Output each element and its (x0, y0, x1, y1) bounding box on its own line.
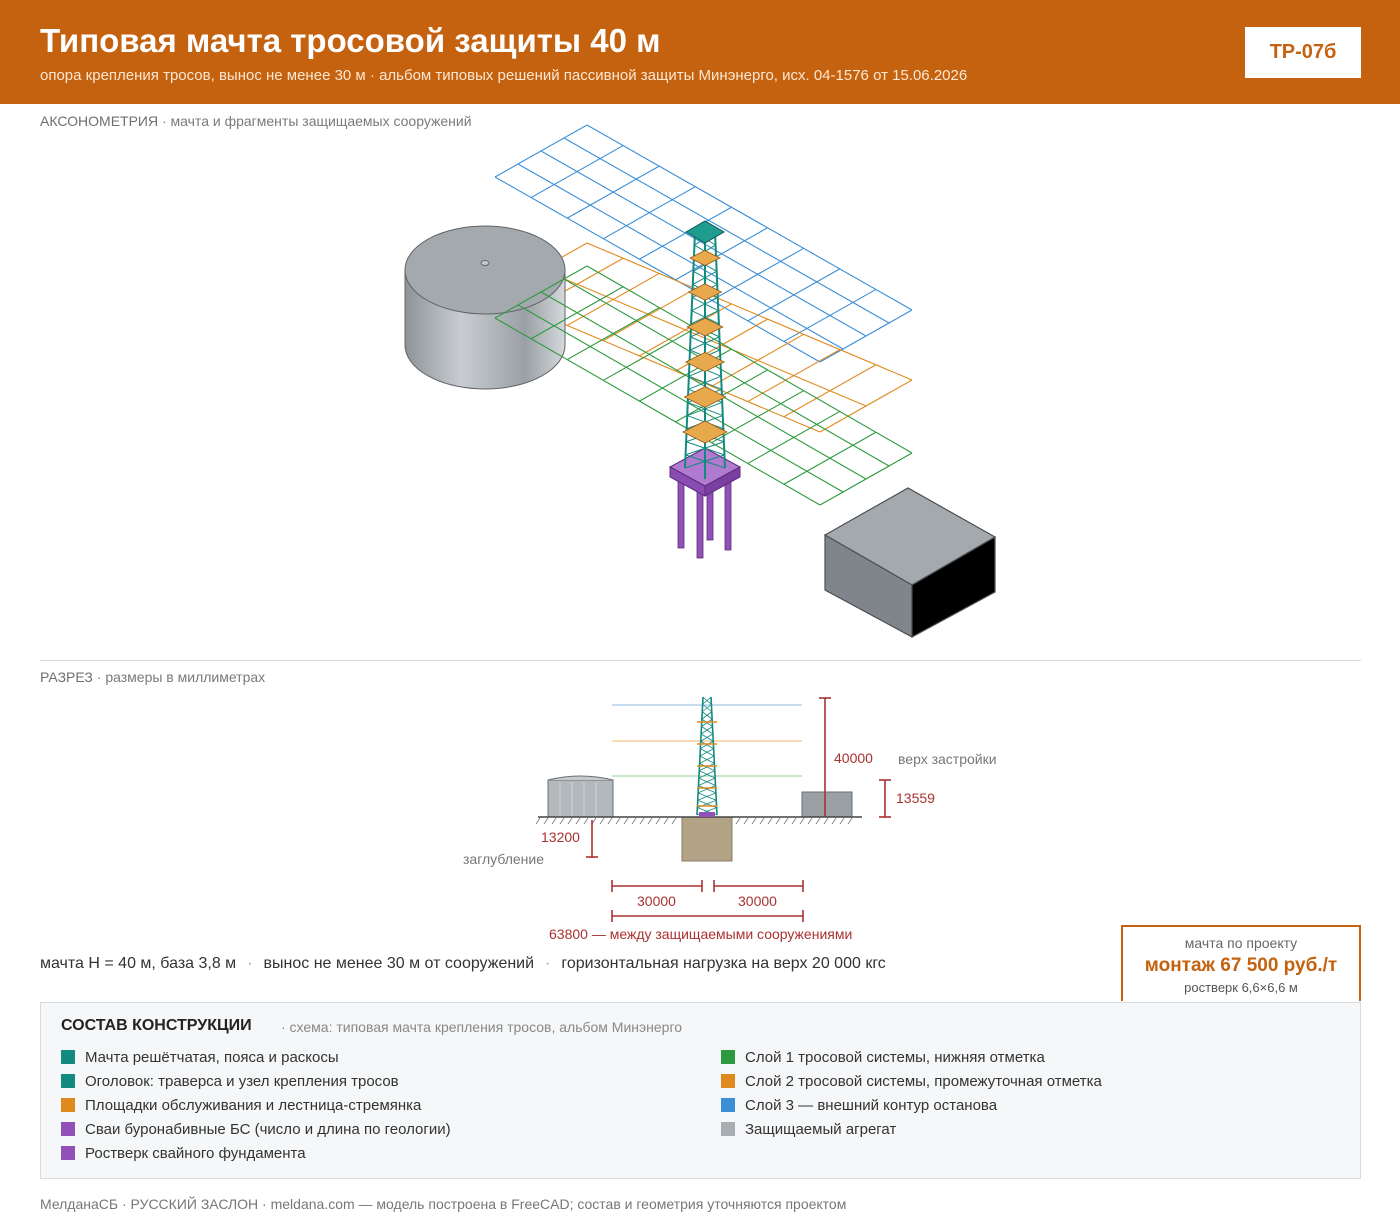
legend-item-label: Оголовок: траверса и узел крепления трос… (85, 1072, 399, 1090)
legend-item: Слой 1 тросовой системы, нижняя отметка (721, 1045, 1102, 1069)
page-subtitle: опора крепления тросов, вынос не менее 3… (40, 67, 968, 84)
section-divider (40, 660, 1361, 661)
legend-swatch (721, 1098, 735, 1112)
legend-item-label: Ростверк свайного фундамента (85, 1144, 306, 1162)
section-tank (547, 775, 614, 818)
legend-panel: СОСТАВ КОНСТРУКЦИИ · схема: типовая мачт… (40, 1002, 1361, 1179)
lattice-mast-axonometric (668, 220, 742, 559)
protected-tank (404, 225, 566, 390)
legend-swatch (61, 1122, 75, 1136)
legend-swatch (61, 1050, 75, 1064)
legend-item-label: Слой 2 тросовой системы, промежуточная о… (745, 1072, 1102, 1090)
dim-depth: 13200 (541, 829, 580, 845)
section-subtitle: · размеры в миллиметрах (96, 669, 266, 685)
legend-swatch (61, 1146, 75, 1160)
section-drawing: 40000 13559 13200 30000 30000 63800 — ме… (463, 696, 997, 942)
legend-item: Мачта решётчатая, пояса и раскосы (61, 1045, 451, 1069)
legend-item: Ростверк свайного фундамента (61, 1141, 451, 1165)
price-value: монтаж 67 500 руб./т (1144, 955, 1338, 976)
summary-sep-1: · (247, 955, 253, 972)
label-depth: заглубление (463, 851, 544, 867)
dim-building-height: 13559 (896, 790, 935, 806)
summary-sep-2: · (545, 955, 551, 972)
axonometry-label: АКСОНОМЕТРИЯ · мачта и фрагменты защищае… (40, 113, 472, 129)
price-box: мачта по проекту монтаж 67 500 руб./т ро… (1121, 925, 1361, 1001)
legend-swatch (61, 1098, 75, 1112)
legend-swatch (61, 1074, 75, 1088)
lattice-mast-section (696, 696, 718, 817)
legend-swatch (721, 1122, 735, 1136)
legend-item-label: Слой 3 — внешний контур останова (745, 1096, 998, 1114)
summary-mast: мачта H = 40 м, база 3,8 м (40, 955, 237, 972)
legend-item: Слой 2 тросовой системы, промежуточная о… (721, 1069, 1102, 1093)
price-label: мачта по проекту (1184, 935, 1298, 951)
summary-load: горизонтальная нагрузка на верх 20 000 к… (561, 955, 886, 972)
dim-offset-left: 30000 (637, 893, 676, 909)
header-bar: Типовая мачта тросовой защиты 40 м опора… (0, 0, 1400, 104)
legend-item: Защищаемый агрегат (721, 1117, 1102, 1141)
mast-summary: мачта H = 40 м, база 3,8 м · вынос не мене… (40, 955, 886, 973)
summary-offset: вынос не менее 30 м от сооружений (263, 955, 535, 972)
legend-title: СОСТАВ КОНСТРУКЦИИ (61, 1017, 252, 1034)
page-title: Типовая мачта тросовой защиты 40 м (40, 22, 661, 59)
axonometry-title: АКСОНОМЕТРИЯ (40, 113, 159, 129)
legend-item-label: Сваи буронабивные БС (число и длина по г… (85, 1120, 451, 1138)
legend-item-label: Площадки обслуживания и лестница-стремян… (85, 1096, 422, 1114)
axonometry-subtitle: · мачта и фрагменты защищаемых сооружени… (161, 113, 472, 129)
label-building-top: верх застройки (898, 751, 997, 767)
legend-swatch (721, 1074, 735, 1088)
dim-total: 63800 — между защищаемыми сооружениями (549, 926, 852, 942)
legend-item-label: Слой 1 тросовой системы, нижняя отметка (745, 1048, 1045, 1066)
legend-column-left: Мачта решётчатая, пояса и раскосы Оголов… (61, 1045, 451, 1165)
dim-mast-height: 40000 (834, 750, 873, 766)
section-unit (801, 791, 853, 818)
legend-item: Площадки обслуживания и лестница-стремян… (61, 1093, 451, 1117)
cable-layer-1-grid (494, 265, 913, 506)
section-label: РАЗРЕЗ · размеры в миллиметрах (40, 669, 265, 685)
protected-unit (823, 487, 997, 639)
section-title: РАЗРЕЗ (40, 669, 93, 685)
legend-column-right: Слой 1 тросовой системы, нижняя отметка … (721, 1045, 1102, 1141)
ground-hatching (535, 817, 853, 825)
legend-swatch (721, 1050, 735, 1064)
dim-offset-right: 30000 (738, 893, 777, 909)
legend-item: Сваи буронабивные БС (число и длина по г… (61, 1117, 451, 1141)
footer-credits: МелданаСБ · РУССКИЙ ЗАСЛОН · meldana.com… (40, 1196, 847, 1212)
legend-item: Слой 3 — внешний контур останова (721, 1093, 1102, 1117)
document-code-badge: ТР-07б (1245, 27, 1361, 78)
legend-item-label: Защищаемый агрегат (745, 1120, 897, 1138)
axonometry-drawing (404, 124, 997, 639)
price-note: ростверк 6,6×6,6 м (1184, 980, 1298, 995)
legend-item-label: Мачта решётчатая, пояса и раскосы (85, 1048, 339, 1066)
legend-item: Оголовок: траверса и узел крепления трос… (61, 1069, 451, 1093)
section-foundation (681, 816, 733, 862)
legend-note: · схема: типовая мачта крепления тросов,… (281, 1019, 683, 1035)
